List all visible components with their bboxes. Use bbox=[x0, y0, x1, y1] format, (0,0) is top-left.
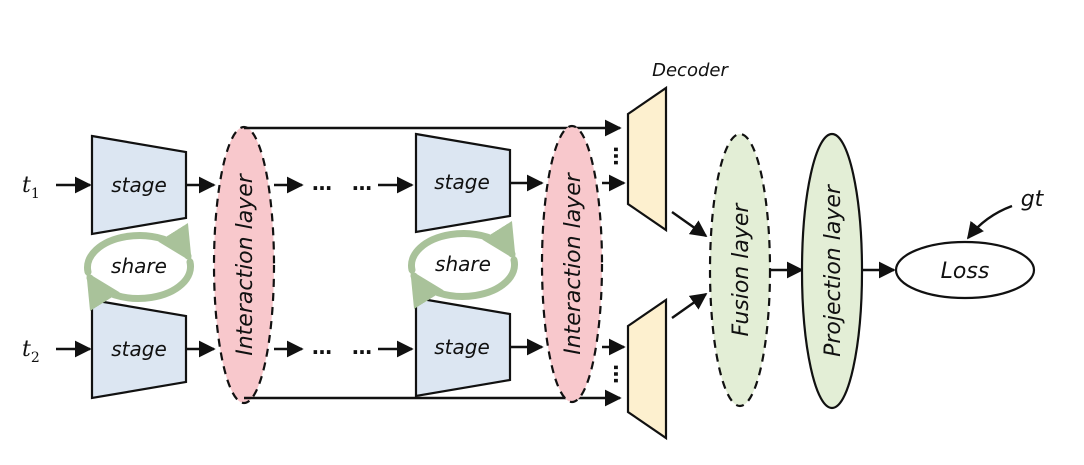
interaction-layer-1: Interaction layer bbox=[212, 125, 276, 405]
stage-block-2-top: stage bbox=[414, 132, 512, 234]
arrow-gt-to-loss bbox=[966, 204, 1013, 240]
fusion-layer: Fusion layer bbox=[708, 132, 772, 408]
loss-node: Loss bbox=[894, 240, 1036, 300]
stage-block-2-bottom: stage bbox=[414, 296, 512, 398]
ellipsis-top-2: … bbox=[352, 171, 372, 195]
gt-label: gt bbox=[1021, 187, 1045, 212]
share-cycle-1: share bbox=[84, 222, 194, 312]
arrow-decoder-bottom-to-fusion bbox=[671, 293, 708, 319]
arrow-decoder-top-to-fusion bbox=[671, 211, 708, 237]
decoder-bottom: … bbox=[609, 297, 668, 441]
svg-text:Fusion layer: Fusion layer bbox=[729, 202, 754, 337]
decoder-top: … bbox=[609, 85, 668, 233]
svg-text:Projection layer: Projection layer bbox=[821, 183, 846, 357]
input-t2: t2 bbox=[22, 337, 40, 366]
projection-layer: Projection layer bbox=[800, 132, 864, 410]
svg-text:stage: stage bbox=[111, 173, 167, 197]
svg-text:…: … bbox=[609, 364, 633, 384]
svg-text:stage: stage bbox=[111, 337, 167, 361]
svg-text:…: … bbox=[609, 146, 633, 166]
svg-text:stage: stage bbox=[434, 170, 490, 194]
svg-text:t2: t2 bbox=[22, 337, 40, 366]
svg-text:stage: stage bbox=[434, 335, 490, 359]
stage-block-1-bottom: stage bbox=[90, 298, 188, 400]
ellipsis-bottom-2: … bbox=[352, 335, 372, 359]
svg-text:t1: t1 bbox=[22, 173, 40, 202]
share-cycle-2: share bbox=[408, 220, 518, 310]
share-label-1: share bbox=[111, 254, 167, 278]
interaction-layer-2: Interaction layer bbox=[540, 124, 604, 404]
svg-text:Interaction layer: Interaction layer bbox=[233, 172, 258, 355]
stage-block-1-top: stage bbox=[90, 134, 188, 236]
svg-text:Loss: Loss bbox=[941, 259, 990, 284]
decoder-label: Decoder bbox=[652, 60, 729, 81]
ellipsis-bottom-1: … bbox=[312, 335, 332, 359]
input-t1: t1 bbox=[22, 173, 40, 202]
ellipsis-top-1: … bbox=[312, 171, 332, 195]
share-label-2: share bbox=[435, 252, 491, 276]
svg-text:Interaction layer: Interaction layer bbox=[561, 171, 586, 354]
